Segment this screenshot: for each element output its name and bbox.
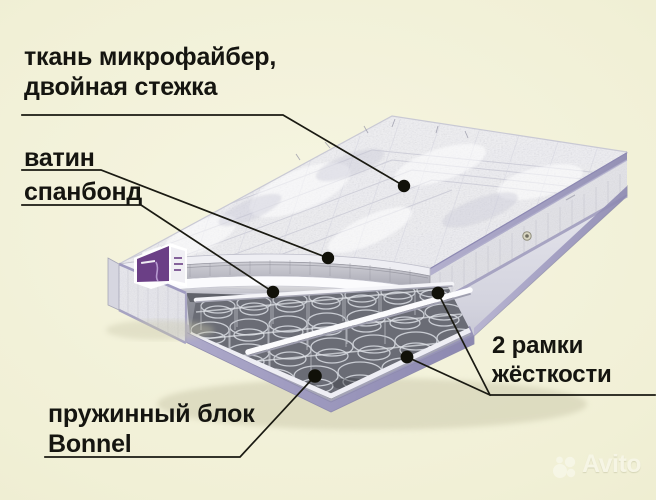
- leader-microfiber: [21, 114, 406, 188]
- label-microfiber-line1: ткань микрофайбер,: [24, 43, 277, 71]
- leader-endpoint-dots: [266, 179, 445, 383]
- label-vatin: ватин: [24, 144, 95, 172]
- label-bonnel-line2: Bonnel: [48, 430, 132, 458]
- label-microfiber-line2: двойная стежка: [24, 73, 218, 101]
- label-spunbond: спанбонд: [24, 178, 143, 206]
- avito-dots-icon: [553, 456, 576, 478]
- leader-bonnel: [44, 374, 317, 458]
- avito-watermark: Avito: [552, 450, 648, 482]
- leader-vatin: [21, 169, 330, 260]
- avito-wordmark: Avito: [582, 450, 642, 478]
- product-label-tag: [134, 243, 187, 289]
- leader-spunbond: [21, 204, 275, 294]
- leader-frames-lower: [405, 355, 492, 397]
- label-frames-line2: жёсткости: [492, 361, 612, 388]
- label-frames-line1: 2 рамки: [492, 332, 584, 359]
- label-microfiber: ткань микрофайбер, двойная стежка: [24, 42, 276, 102]
- label-frames: 2 рамки жёсткости: [492, 331, 612, 389]
- label-bonnel: пружинный блок Bonnel: [48, 399, 255, 459]
- label-bonnel-line1: пружинный блок: [48, 400, 255, 428]
